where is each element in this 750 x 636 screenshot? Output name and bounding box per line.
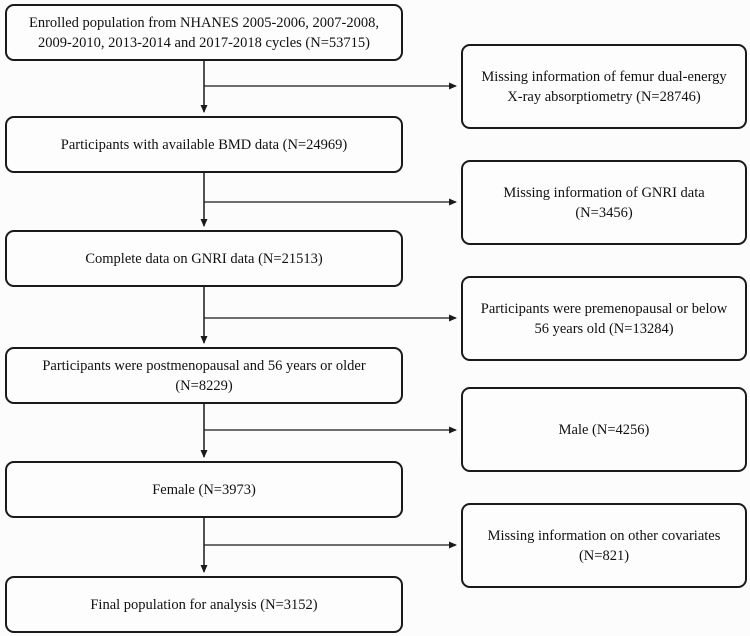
exclusion-box-label: Missing information of femur dual-energy…	[481, 68, 727, 105]
flow-box-final-population: Final population for analysis (N=3152)	[5, 576, 403, 633]
exclusion-box-label: Participants were premenopausal or below…	[480, 300, 728, 337]
flow-box-label: Enrolled population from NHANES 2005-200…	[29, 14, 379, 51]
exclusion-box-premenopausal: Participants were premenopausal or below…	[461, 276, 747, 361]
flow-box-enrolled-population: Enrolled population from NHANES 2005-200…	[5, 4, 403, 61]
exclusion-box-gnri-missing: Missing information of GNRI data (N=3456…	[461, 160, 747, 245]
exclusion-box-label: Missing information of GNRI data (N=3456…	[503, 184, 705, 221]
flow-box-label: Final population for analysis (N=3152)	[90, 596, 318, 613]
flow-box-label: Participants with available BMD data (N=…	[60, 136, 348, 153]
exclusion-box-covariates-missing: Missing information on other covariates …	[461, 503, 747, 588]
flow-box-bmd-data: Participants with available BMD data (N=…	[5, 116, 403, 173]
flow-box-female: Female (N=3973)	[5, 461, 403, 518]
flow-box-label: Complete data on GNRI data (N=21513)	[85, 250, 323, 267]
exclusion-box-dxa-missing: Missing information of femur dual-energy…	[461, 44, 747, 129]
exclusion-box-label: Male (N=4256)	[558, 421, 650, 438]
flow-box-label: Participants were postmenopausal and 56 …	[42, 357, 366, 394]
flow-box-label: Female (N=3973)	[152, 481, 256, 498]
flow-box-gnri-complete: Complete data on GNRI data (N=21513)	[5, 230, 403, 287]
flow-box-postmenopausal: Participants were postmenopausal and 56 …	[5, 347, 403, 404]
exclusion-box-male: Male (N=4256)	[461, 387, 747, 472]
exclusion-box-label: Missing information on other covariates …	[487, 527, 721, 564]
